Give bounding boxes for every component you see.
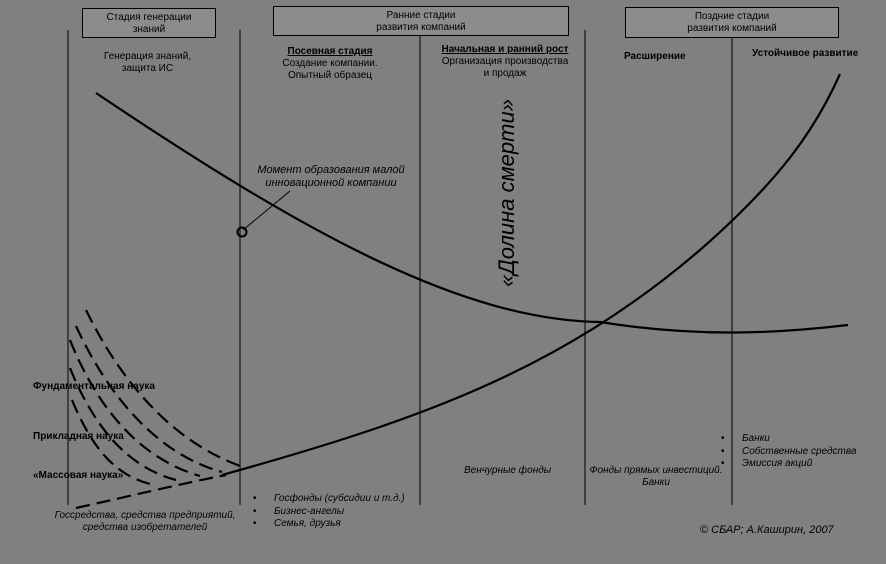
annotation-text: Момент образования малой инновационной к… <box>257 164 405 189</box>
col-seed-desc: Создание компании. Опытный образец <box>282 58 378 81</box>
mass-science-curve-1 <box>68 367 177 482</box>
mass-science-curve-2 <box>70 399 151 486</box>
col-startup-desc: Организация производства и продаж <box>441 56 569 79</box>
funding-late-item: Эмиссия акций <box>718 458 856 471</box>
applied-science-curve-1 <box>75 325 223 474</box>
applied-science-curve-2 <box>68 339 201 478</box>
col-knowledge-gen: Генерация знаний, защита ИС <box>80 51 215 75</box>
funding-venture: Венчурные фонды <box>464 465 552 476</box>
stage-box-knowledge-text: Стадия генерации знаний <box>106 12 192 35</box>
label-mass-science: «Массовая наука» <box>33 470 124 481</box>
funding-direct: Фонды прямых инвестиций. Банки <box>589 465 723 488</box>
investment-curve <box>221 73 842 477</box>
col-startup-title: Начальная и ранний рост <box>441 44 569 55</box>
label-applied-science: Прикладная наука <box>33 431 124 442</box>
copyright: © СБАР; А.Каширин, 2007 <box>700 524 834 536</box>
stage-box-late-text: Поздние стадии развития компаний <box>687 11 777 34</box>
funding-seed-item: Госфонды (субсидии и т.д.) <box>250 493 405 506</box>
stage-box-early-text: Ранние стадии развития компаний <box>376 10 466 33</box>
company-formation-marker <box>236 226 248 238</box>
annotation-pointer <box>242 190 291 231</box>
stage-box-late: Поздние стадии развития компаний <box>625 7 839 38</box>
funding-seed-item: Семья, друзья <box>250 518 405 531</box>
funding-seed-list: Госфонды (субсидии и т.д.) Бизнес-ангелы… <box>250 493 405 531</box>
funding-knowledge: Госсредства, средства предприятий, средс… <box>54 510 236 533</box>
col-sustainable: Устойчивое развитие <box>752 48 859 59</box>
col-startup: Начальная и ранний рост Организация прои… <box>424 44 586 80</box>
fundamental-science-curve <box>85 309 241 468</box>
base-funding-curve <box>75 473 227 510</box>
stage-box-early: Ранние стадии развития компаний <box>273 6 569 36</box>
funding-late-list: Банки Собственные средства Эмиссия акций <box>718 433 856 471</box>
valley-of-death-label: «Долина смерти» <box>494 99 519 287</box>
col-expansion: Расширение <box>624 51 686 62</box>
col-seed-title: Посевная стадия <box>287 46 373 57</box>
label-fundamental-science: Фундаментальная наука <box>33 381 155 392</box>
funding-late-item: Банки <box>718 433 856 446</box>
stage-box-knowledge: Стадия генерации знаний <box>82 8 216 38</box>
funding-late-item: Собственные средства <box>718 446 856 459</box>
risk-curve <box>95 92 849 334</box>
col-seed: Посевная стадия Создание компании. Опытн… <box>255 46 405 82</box>
funding-seed-item: Бизнес-ангелы <box>250 506 405 519</box>
col-knowledge-gen-text: Генерация знаний, защита ИС <box>103 51 192 74</box>
